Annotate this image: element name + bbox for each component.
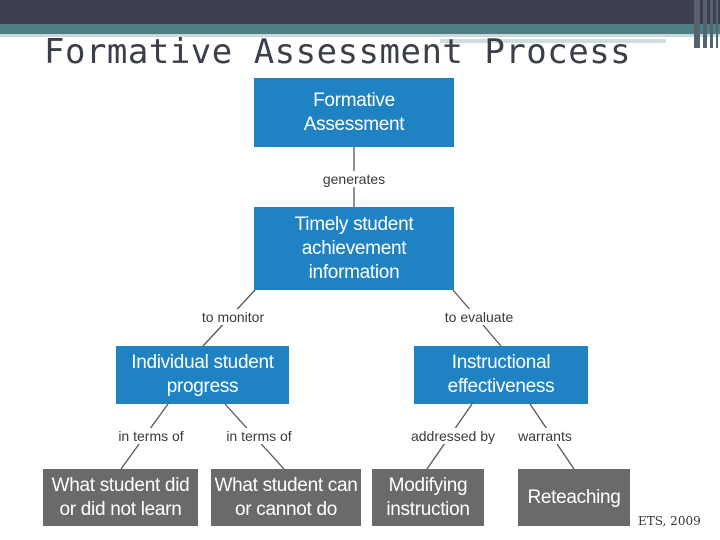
- node-did-not-learn: What student did or did not learn: [43, 469, 198, 526]
- label-addressed-by: addressed by: [408, 428, 498, 444]
- node-individual-progress: Individual student progress: [116, 346, 289, 404]
- header-bar-dark: [0, 0, 720, 24]
- header-accent-line: [440, 39, 666, 43]
- label-to-monitor: to monitor: [199, 309, 267, 325]
- header-deco-stripe: [703, 0, 707, 48]
- header-bar-light: [0, 34, 720, 37]
- node-modifying-instruction: Modifying instruction: [372, 469, 484, 526]
- label-generates: generates: [320, 171, 388, 187]
- source-credit: ETS, 2009: [638, 514, 701, 528]
- slide-title: Formative Assessment Process: [44, 32, 632, 72]
- node-formative-assessment: Formative Assessment: [254, 78, 454, 147]
- header-deco-stripe: [694, 0, 700, 48]
- node-timely-information: Timely student achievement information: [254, 207, 454, 290]
- label-in-terms-of-left: in terms of: [116, 428, 186, 444]
- label-warrants: warrants: [516, 428, 574, 444]
- label-to-evaluate: to evaluate: [442, 309, 516, 325]
- label-in-terms-of-right: in terms of: [224, 428, 294, 444]
- node-reteaching: Reteaching: [518, 469, 630, 526]
- node-instructional-effectiveness: Instructional effectiveness: [414, 346, 588, 404]
- node-can-cannot-do: What student can or cannot do: [211, 469, 361, 526]
- header-deco-stripe: [710, 0, 713, 48]
- header-bar-teal: [0, 24, 720, 34]
- header-deco-stripe: [716, 0, 718, 48]
